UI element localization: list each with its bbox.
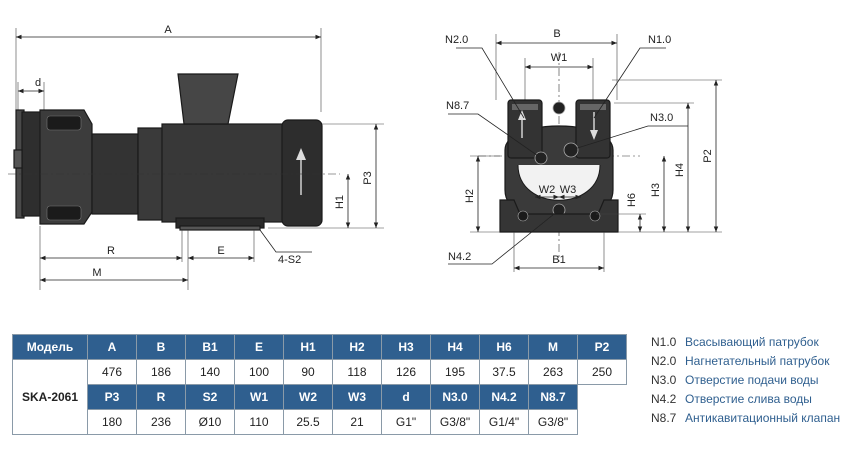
dimensions-table: Модель A B B1 E H1 H2 H3 H4 H6 M P2 SKA-… [12,334,627,435]
table-cell: 126 [381,359,431,385]
table-header-cell: R [136,384,186,410]
table-cell: G3/8" [528,409,578,435]
legend-description: Антикавитационный клапан [685,411,841,425]
legend-item: N4.2 Отверстие слива воды [651,390,861,409]
label-n2-0: N2.0 [445,34,468,46]
legend-description: Нагнетательный патрубок [685,354,830,368]
table-header-cell: W2 [283,384,333,410]
table-header-cell: W1 [234,384,284,410]
table-row-values-1: SKA-2061 476 186 140 100 90 118 126 195 … [12,359,627,435]
dim-label-d: d [35,77,41,89]
legend-code: N4.2 [651,392,677,406]
model-header: Модель [12,334,88,360]
legend-description: Отверстие подачи воды [685,373,819,387]
table-header-cell: E [234,334,284,360]
connection-legend: N1.0 Всасывающий патрубок N2.0 Нагнетатель… [651,333,861,428]
table-row-headers-1: Модель A B B1 E H1 H2 H3 H4 H6 M P2 [12,334,627,360]
dim-label-h1: H1 [334,195,346,209]
table-header-cell: W3 [332,384,382,410]
table-cell: 236 [136,409,186,435]
table-row-headers-2: P3 R S2 W1 W2 W3 d N3.0 N4.2 N8.7 [13,384,627,410]
table-header-cell: N8.7 [528,384,578,410]
dim-label-h4: H4 [674,163,686,177]
table-cell: 476 [87,359,137,385]
legend-item: N3.0 Отверстие подачи воды [651,371,861,390]
table-header-cell: H4 [430,334,480,360]
label-n8-7: N8.7 [446,100,469,112]
table-header-cell: P2 [577,334,627,360]
dim-label-w3: W3 [560,184,577,196]
table-header-cell: B1 [185,334,235,360]
dim-label-r: R [107,245,115,257]
front-view: B W1 W2 W3 [445,28,722,272]
dim-label-s2: 4-S2 [278,254,301,266]
label-n3-0: N3.0 [650,112,673,124]
legend-code: N8.7 [651,411,677,425]
dim-label-b: B [553,28,560,40]
label-n1-0: N1.0 [648,34,671,46]
technical-drawing: A d H1 P3 [8,24,722,290]
table-cell: G3/8" [430,409,480,435]
table-header-cell: H3 [381,334,431,360]
label-n4-2: N4.2 [448,251,471,263]
table-cell: 100 [234,359,284,385]
table-cell: 263 [528,359,578,385]
table-cell: G1" [381,409,431,435]
table-cell: 186 [136,359,186,385]
legend-code: N3.0 [651,373,677,387]
table-cell: 90 [283,359,333,385]
table-header-cell: H6 [479,334,529,360]
dim-label-e: E [217,245,224,257]
dim-label-h3: H3 [650,183,662,197]
dim-label-p3: P3 [362,171,374,184]
legend-item: N8.7 Антикавитационный клапан [651,409,861,428]
table-header-cell: H1 [283,334,333,360]
legend-code: N2.0 [651,354,677,368]
legend-item: N1.0 Всасывающий патрубок [651,333,861,352]
table-header-cell: S2 [185,384,235,410]
legend-code: N1.0 [651,335,677,349]
table-header-cell: A [87,334,137,360]
table-header-cell: d [381,384,431,410]
dim-label-h6: H6 [626,193,638,207]
table-cell: 21 [332,409,382,435]
table-cell: 25.5 [283,409,333,435]
empty-cell [577,409,627,435]
table-cell: G1/4" [479,409,529,435]
dim-label-w2: W2 [539,184,556,196]
table-header-cell: M [528,334,578,360]
table-header-cell: N3.0 [430,384,480,410]
table-cell: 250 [577,359,627,385]
dim-label-p2: P2 [702,149,714,162]
table-cell: 37.5 [479,359,529,385]
table-header-cell: H2 [332,334,382,360]
model-name: SKA-2061 [12,359,88,435]
table-cell: 110 [234,409,284,435]
legend-description: Всасывающий патрубок [685,335,819,349]
legend-item: N2.0 Нагнетательный патрубок [651,352,861,371]
side-view: A d H1 P3 [8,24,384,290]
empty-cell [577,384,627,410]
table-header-cell: N4.2 [479,384,529,410]
table-cell: 140 [185,359,235,385]
dim-label-a: A [164,24,172,36]
table-cell: 180 [87,409,137,435]
table-row-values-2: 180 236 Ø10 110 25.5 21 G1" G3/8" G1/4" … [13,409,627,435]
dim-label-h2: H2 [464,189,476,203]
table-cell: 118 [332,359,382,385]
legend-description: Отверстие слива воды [685,392,812,406]
dim-label-m: M [92,267,101,279]
table-header-cell: P3 [87,384,137,410]
table-header-cell: B [136,334,186,360]
table-cell: Ø10 [185,409,235,435]
dim-label-b1: B1 [552,254,565,266]
table-cell: 195 [430,359,480,385]
